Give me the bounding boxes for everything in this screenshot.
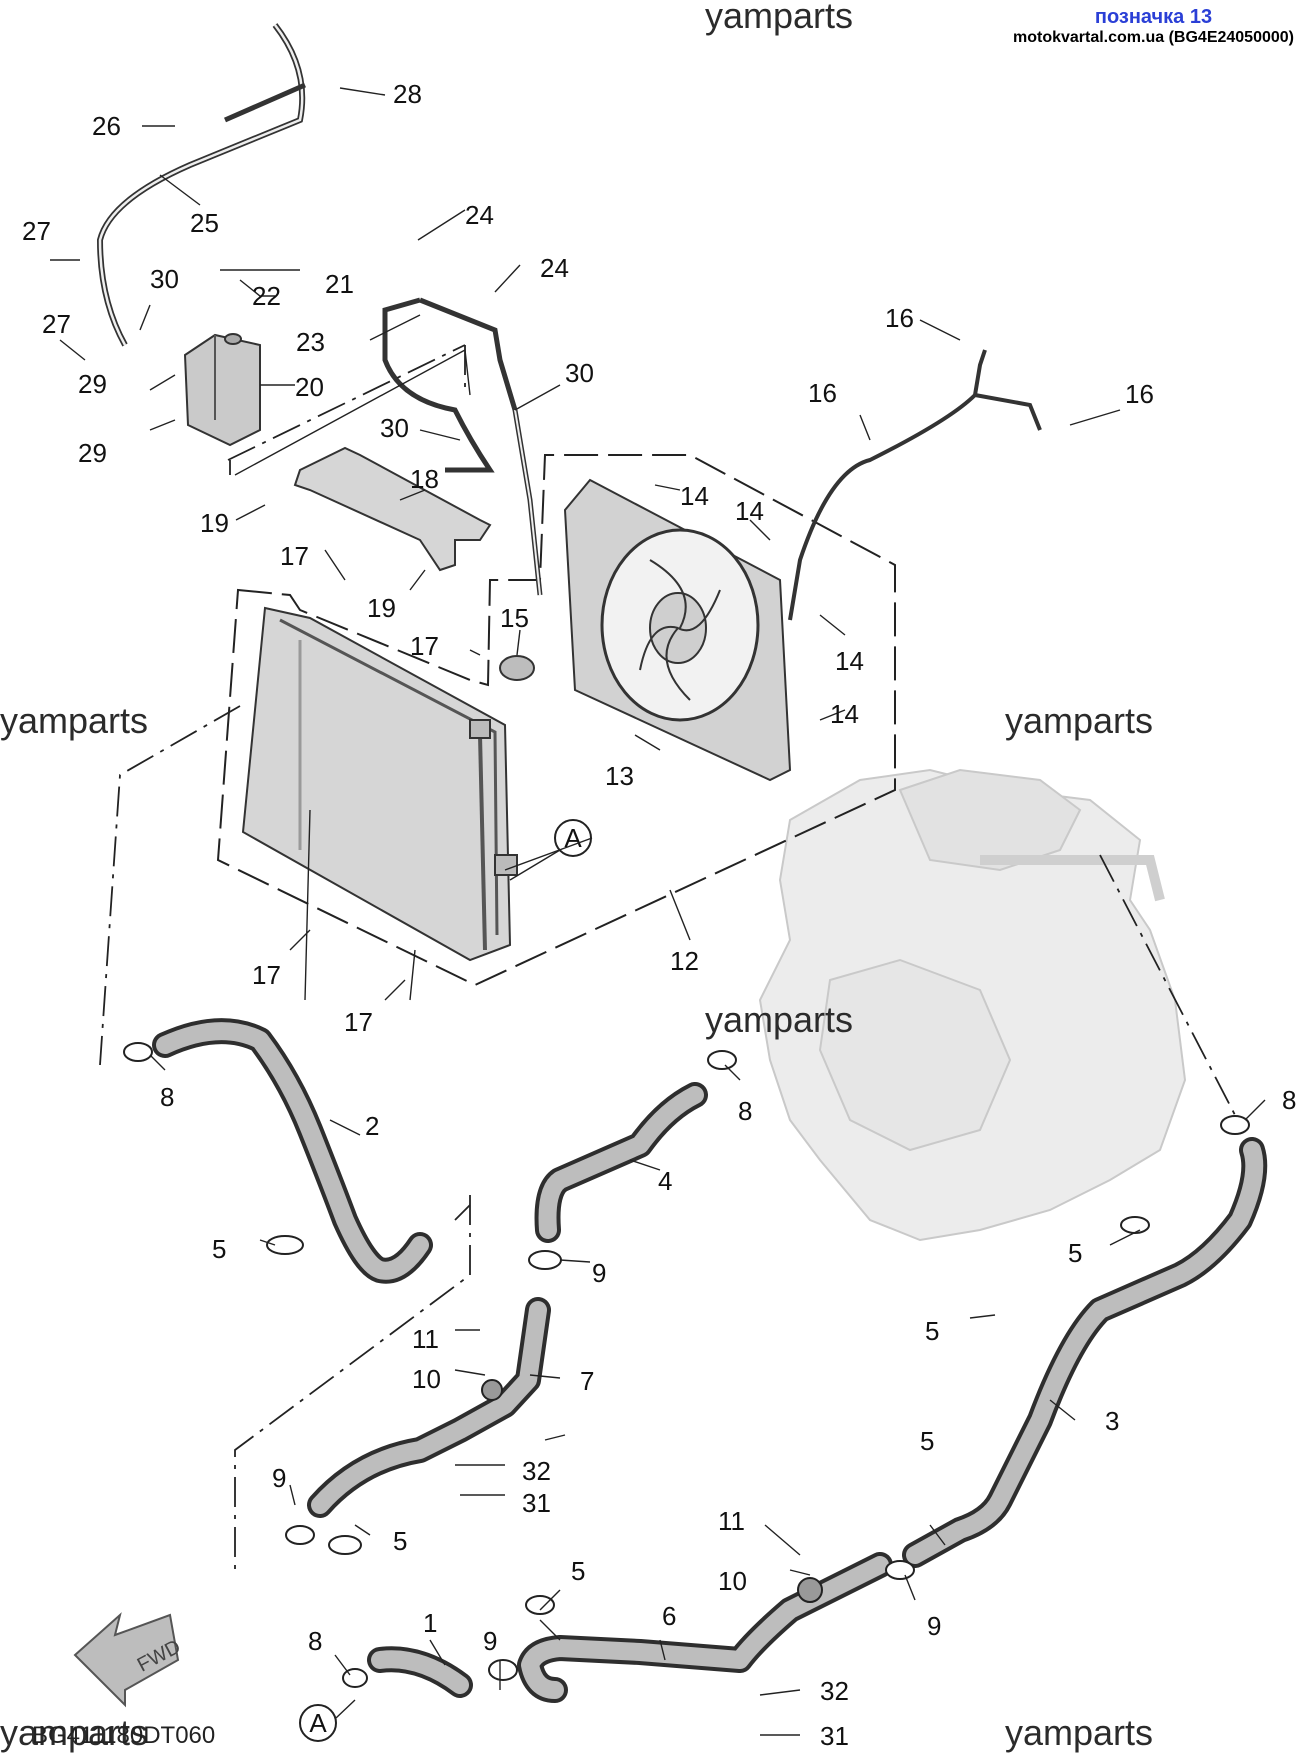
bracket xyxy=(293,446,492,572)
callout: 27 xyxy=(22,216,51,246)
callout-leaders xyxy=(50,87,1266,1736)
callout: 11 xyxy=(718,1506,745,1536)
callout: 29 xyxy=(78,438,107,468)
callout: 29 xyxy=(78,369,107,399)
header-badge: позначка 13 xyxy=(1094,6,1213,28)
header-source: motokvartal.com.ua (BG4E24050000) xyxy=(1012,29,1294,46)
callout: 16 xyxy=(1125,379,1154,409)
callout: 14 xyxy=(835,646,864,676)
radiator-kit-outline xyxy=(216,454,896,987)
callout: 14 xyxy=(830,699,859,729)
reservoir-tank xyxy=(183,333,261,447)
callout: 17 xyxy=(280,541,309,571)
coolant-hoses xyxy=(152,1018,1268,1703)
callout: 31 xyxy=(820,1721,849,1751)
callout: 31 xyxy=(522,1488,551,1518)
header: позначка 13 motokvartal.com.ua (BG4E2405… xyxy=(1013,6,1294,47)
reference-lines xyxy=(99,344,1236,1575)
callout: 19 xyxy=(200,508,229,538)
callout: 5 xyxy=(925,1316,939,1346)
callout: 5 xyxy=(393,1526,407,1556)
callout: 12 xyxy=(670,946,699,976)
callout: 30 xyxy=(150,264,179,294)
callout: 17 xyxy=(252,960,281,990)
radiator xyxy=(241,606,518,962)
diagram-code: BG411180DT060 xyxy=(32,1722,215,1749)
ref-a-label-bottom: A xyxy=(309,1708,327,1738)
callout: 7 xyxy=(580,1366,594,1396)
callout: 1 xyxy=(423,1608,437,1638)
callout: 5 xyxy=(1068,1238,1082,1268)
callout: 18 xyxy=(410,464,439,494)
watermark-right: yamparts xyxy=(1005,700,1153,741)
callout: 13 xyxy=(605,761,634,791)
callout: 22 xyxy=(252,281,281,311)
callout: 23 xyxy=(296,327,325,357)
watermark-bottom-right: yamparts xyxy=(1005,1712,1153,1753)
callout: 10 xyxy=(718,1566,747,1596)
callout: 2 xyxy=(365,1111,379,1141)
callout: 15 xyxy=(500,603,529,633)
callout: 17 xyxy=(410,631,439,661)
callout: 5 xyxy=(571,1556,585,1586)
callout-numbers: 28 26 25 27 27 30 21 22 23 24 24 30 30 2… xyxy=(22,79,1296,1751)
callout: 32 xyxy=(522,1456,551,1486)
callout: 3 xyxy=(1105,1406,1119,1436)
callout: 24 xyxy=(540,253,569,283)
watermark-bottom-left: yamparts xyxy=(0,1712,148,1753)
fan-wire-harness xyxy=(788,349,1042,621)
callout: 8 xyxy=(738,1096,752,1126)
callout: 14 xyxy=(680,481,709,511)
callout: 8 xyxy=(160,1082,174,1112)
callout: 6 xyxy=(662,1601,676,1631)
callout: 25 xyxy=(190,208,219,238)
callout: 14 xyxy=(735,496,764,526)
callout: 8 xyxy=(308,1626,322,1656)
callout: 10 xyxy=(412,1364,441,1394)
watermark-left: yamparts xyxy=(0,700,148,741)
callout: 16 xyxy=(885,303,914,333)
callout: 26 xyxy=(92,111,121,141)
callout: 9 xyxy=(483,1626,497,1656)
watermark-top: yamparts xyxy=(705,0,853,36)
callout: 19 xyxy=(367,593,396,623)
breather-hoses xyxy=(96,23,543,596)
fan-shroud xyxy=(563,478,792,782)
ref-a-label-top: A xyxy=(564,823,582,853)
callout: 8 xyxy=(1282,1085,1296,1115)
callout: 9 xyxy=(927,1611,941,1641)
watermarks: yamparts yamparts yamparts yamparts yamp… xyxy=(0,0,1153,1753)
callout: 30 xyxy=(380,413,409,443)
callout: 5 xyxy=(920,1426,934,1456)
callout: 20 xyxy=(295,372,324,402)
callout: 24 xyxy=(465,200,494,230)
callout: 11 xyxy=(412,1324,439,1354)
engine-illustration xyxy=(758,768,1187,1242)
callout: 5 xyxy=(212,1234,226,1264)
callout: 9 xyxy=(272,1463,286,1493)
callout: 27 xyxy=(42,309,71,339)
radiator-cap xyxy=(499,655,535,681)
callout: 21 xyxy=(325,269,354,299)
callout: 30 xyxy=(565,358,594,388)
callout: 17 xyxy=(344,1007,373,1037)
callout: 4 xyxy=(658,1166,672,1196)
callout: 16 xyxy=(808,378,837,408)
callout: 9 xyxy=(592,1258,606,1288)
watermark-center: yamparts xyxy=(705,999,853,1040)
callout: 28 xyxy=(393,79,422,109)
callout: 32 xyxy=(820,1676,849,1706)
reference-marker-a: A A xyxy=(299,819,593,1742)
forward-arrow-icon: FWD xyxy=(73,1612,184,1708)
